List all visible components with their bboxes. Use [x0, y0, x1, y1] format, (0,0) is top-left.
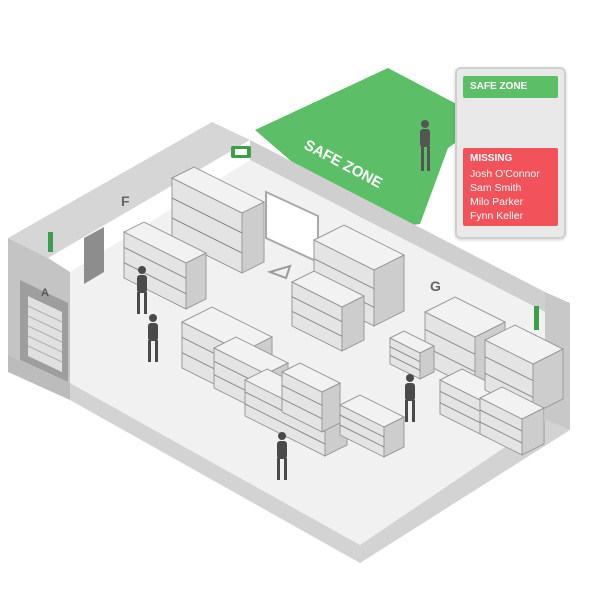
worker	[148, 314, 158, 362]
worker	[405, 374, 415, 422]
zone-letter-f: F	[121, 193, 130, 209]
missing-name-1: Josh O'Connor	[470, 168, 540, 180]
missing-name-4: Fynn Keller	[470, 210, 524, 222]
back-wall-right	[250, 140, 545, 312]
beacon-back-wall	[231, 146, 251, 158]
zone-letter-a: A	[41, 287, 49, 299]
missing-list: MISSING Josh O'Connor Sam Smith Milo Par…	[463, 148, 558, 226]
rack-block	[170, 166, 266, 274]
beacon-left-wall	[48, 232, 53, 252]
worker-in-safe-zone	[420, 120, 430, 171]
worker	[137, 266, 147, 314]
rack-block	[388, 330, 436, 380]
worker	[277, 432, 287, 480]
missing-name-2: Sam Smith	[470, 182, 522, 194]
storage-racks	[122, 166, 565, 458]
floor-warning-marker	[266, 264, 292, 280]
front-left-wall	[70, 383, 360, 563]
missing-header: MISSING	[470, 153, 513, 164]
zone-letter-g: G	[430, 278, 441, 294]
front-right-wall	[360, 420, 570, 563]
rack-block	[122, 221, 208, 310]
back-door	[84, 227, 104, 284]
rack-block	[483, 324, 565, 415]
front-left-wall-top	[8, 355, 70, 400]
zone-status-panel: SAFE ZONE MISSING Josh O'Connor Sam Smit…	[455, 67, 566, 239]
floor-workers	[137, 266, 415, 480]
rack-block	[290, 270, 366, 352]
back-wall-left	[8, 122, 250, 258]
missing-name-3: Milo Parker	[470, 196, 524, 208]
rack-block	[280, 362, 342, 433]
rack-block	[338, 394, 406, 458]
safe-zone-header: SAFE ZONE	[463, 76, 558, 98]
safe-zone-area	[255, 68, 487, 231]
beacon-right-wall	[534, 306, 539, 330]
dock-a-door-slats	[27, 305, 63, 363]
rack-block	[478, 386, 546, 456]
